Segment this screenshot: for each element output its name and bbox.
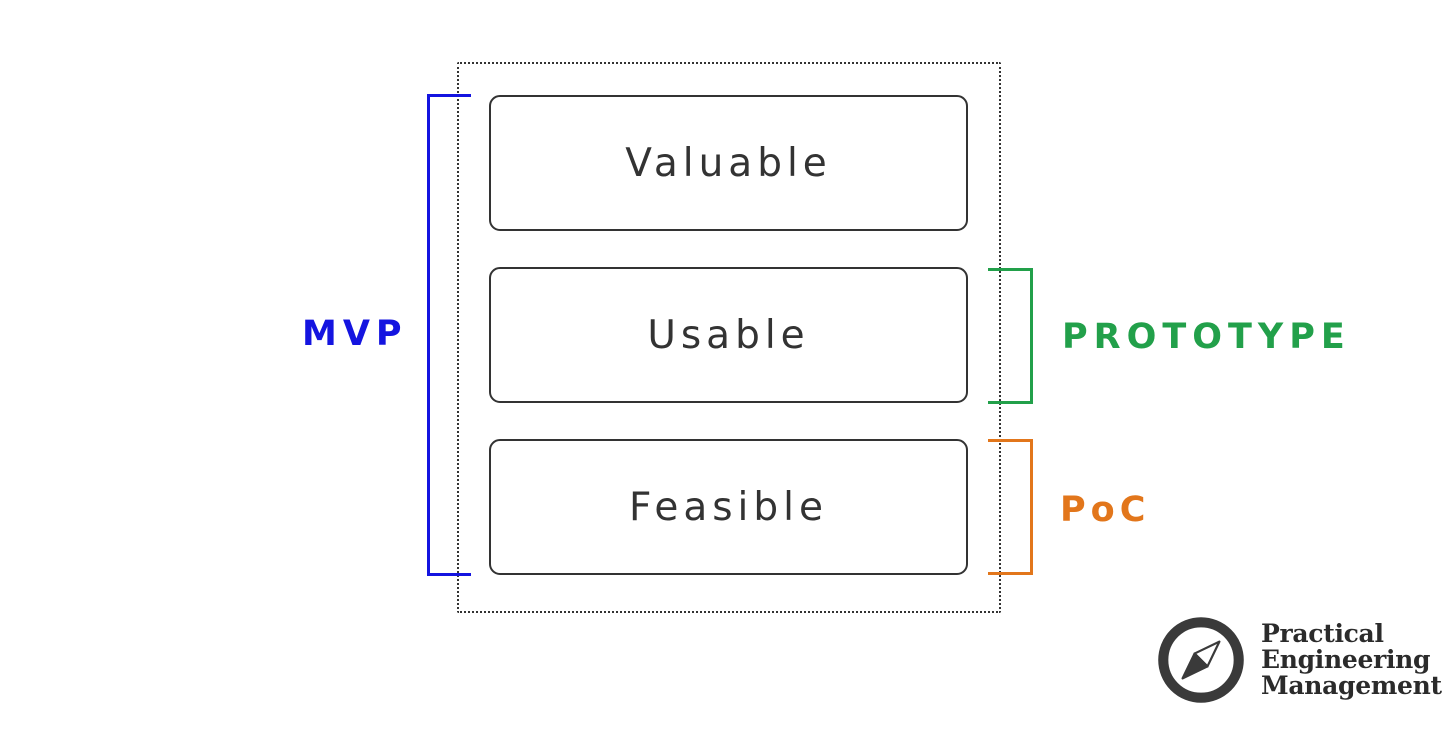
layer-label-usable: Usable [647, 312, 810, 358]
bracket-prototype [988, 268, 1033, 404]
bracket-mvp [427, 94, 471, 576]
product-scope-container [457, 62, 1001, 613]
compass-icon [1158, 617, 1244, 703]
layer-box-usable: Usable [489, 267, 968, 403]
bracket-label-mvp: MVP [302, 314, 408, 354]
brand-line-3: Management [1261, 670, 1442, 700]
bracket-poc [988, 439, 1033, 575]
bracket-label-poc: PoC [1060, 490, 1151, 530]
layer-label-feasible: Feasible [629, 484, 828, 530]
brand-logo: Practical Engineering Management [1155, 614, 1442, 706]
layer-label-valuable: Valuable [625, 140, 832, 186]
brand-line-2: Engineering [1261, 645, 1431, 675]
brand-wordmark: Practical Engineering Management [1261, 621, 1442, 698]
layer-box-feasible: Feasible [489, 439, 968, 575]
brand-line-1: Practical [1261, 619, 1384, 649]
bracket-label-prototype: PROTOTYPE [1062, 317, 1351, 357]
layer-box-valuable: Valuable [489, 95, 968, 231]
